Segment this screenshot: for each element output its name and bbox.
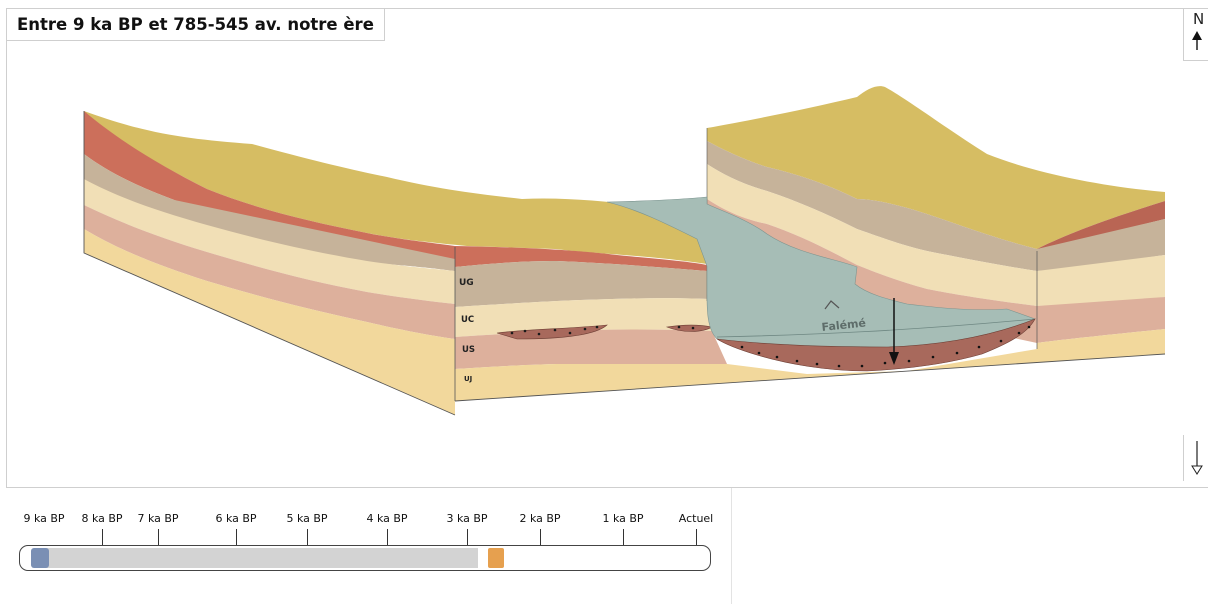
- front-us-layer: [455, 329, 727, 369]
- scroll-down-button[interactable]: [1183, 435, 1208, 481]
- right-red-slope: [1037, 201, 1165, 249]
- page-title: Entre 9 ka BP et 785-545 av. notre ère: [7, 9, 385, 41]
- gravel-lens-1: [496, 324, 608, 340]
- timeline-tick-mark: [307, 529, 308, 548]
- arrow-down-icon: [1191, 441, 1203, 475]
- timeline-tick-label: 9 ka BP: [23, 512, 65, 525]
- depth-arrowhead: [889, 352, 899, 365]
- uj-layer-left: [84, 229, 455, 415]
- timeline-tick-label: 8 ka BP: [81, 512, 123, 525]
- front-red-layer: [455, 246, 707, 271]
- layer-label-us: US: [462, 345, 475, 355]
- flow-chevron-icon: [824, 300, 840, 310]
- front-uc-layer: [455, 298, 712, 337]
- timeline-tick-mark: [540, 529, 541, 548]
- timeline-tick-label: 6 ka BP: [215, 512, 257, 525]
- diagram-viewer: UG UC US UJ Falémé Entre 9 ka BP et 785-…: [6, 8, 1208, 488]
- gravel-dots-left: [510, 325, 695, 336]
- timeline-tick-label: 1 ka BP: [602, 512, 644, 525]
- timeline-progress: [44, 548, 479, 568]
- gravel-channel-fill: [716, 318, 1036, 372]
- timeline-tick-label: Actuel: [678, 512, 714, 525]
- right-uj-layer: [1037, 329, 1165, 351]
- front-uj-layer: [455, 344, 1165, 401]
- timeline-tick-label: 5 ka BP: [286, 512, 328, 525]
- north-arrow-button[interactable]: N: [1183, 9, 1208, 61]
- gravel-dots-channel: [740, 325, 1031, 368]
- right-us-layer: [707, 199, 1165, 343]
- river-label: Falémé: [821, 316, 867, 334]
- right-ug-layer: [707, 141, 1165, 271]
- timeline-tick-label: 3 ka BP: [446, 512, 488, 525]
- timeline-tick-mark: [623, 529, 624, 548]
- layer-label-ug: UG: [459, 278, 474, 288]
- right-block-surface: [707, 86, 1165, 250]
- north-arrow-icon: [1192, 31, 1202, 50]
- north-label: N: [1193, 10, 1205, 28]
- front-ug-layer: [455, 261, 709, 307]
- timeline-tick-mark: [236, 529, 237, 548]
- timeline-start-marker: [31, 548, 49, 568]
- timeline-tick-mark: [467, 529, 468, 548]
- uc-layer-left: [84, 179, 455, 304]
- timeline-panel: 9 ka BP 8 ka BP 7 ka BP 6 ka BP 5 ka BP 4 ka …: [6, 488, 732, 604]
- timeline-tick-mark: [387, 529, 388, 548]
- timeline-track[interactable]: [19, 545, 711, 571]
- timeline-tick-mark: [102, 529, 103, 548]
- timeline-tick-mark: [158, 529, 159, 548]
- left-block-surface: [84, 111, 707, 264]
- timeline-tick-mark: [696, 529, 697, 548]
- timeline-tick-label: 2 ka BP: [519, 512, 561, 525]
- timeline-current-marker[interactable]: [488, 548, 505, 568]
- geological-block-diagram: UG UC US UJ Falémé: [83, 86, 1166, 416]
- timeline-tick-label: 4 ka BP: [366, 512, 408, 525]
- layer-label-uc: UC: [461, 315, 474, 325]
- right-uc-layer: [707, 164, 1165, 306]
- layer-label-uj: UJ: [464, 375, 472, 383]
- us-layer-left: [84, 205, 455, 339]
- timeline-tick-label: 7 ka BP: [137, 512, 179, 525]
